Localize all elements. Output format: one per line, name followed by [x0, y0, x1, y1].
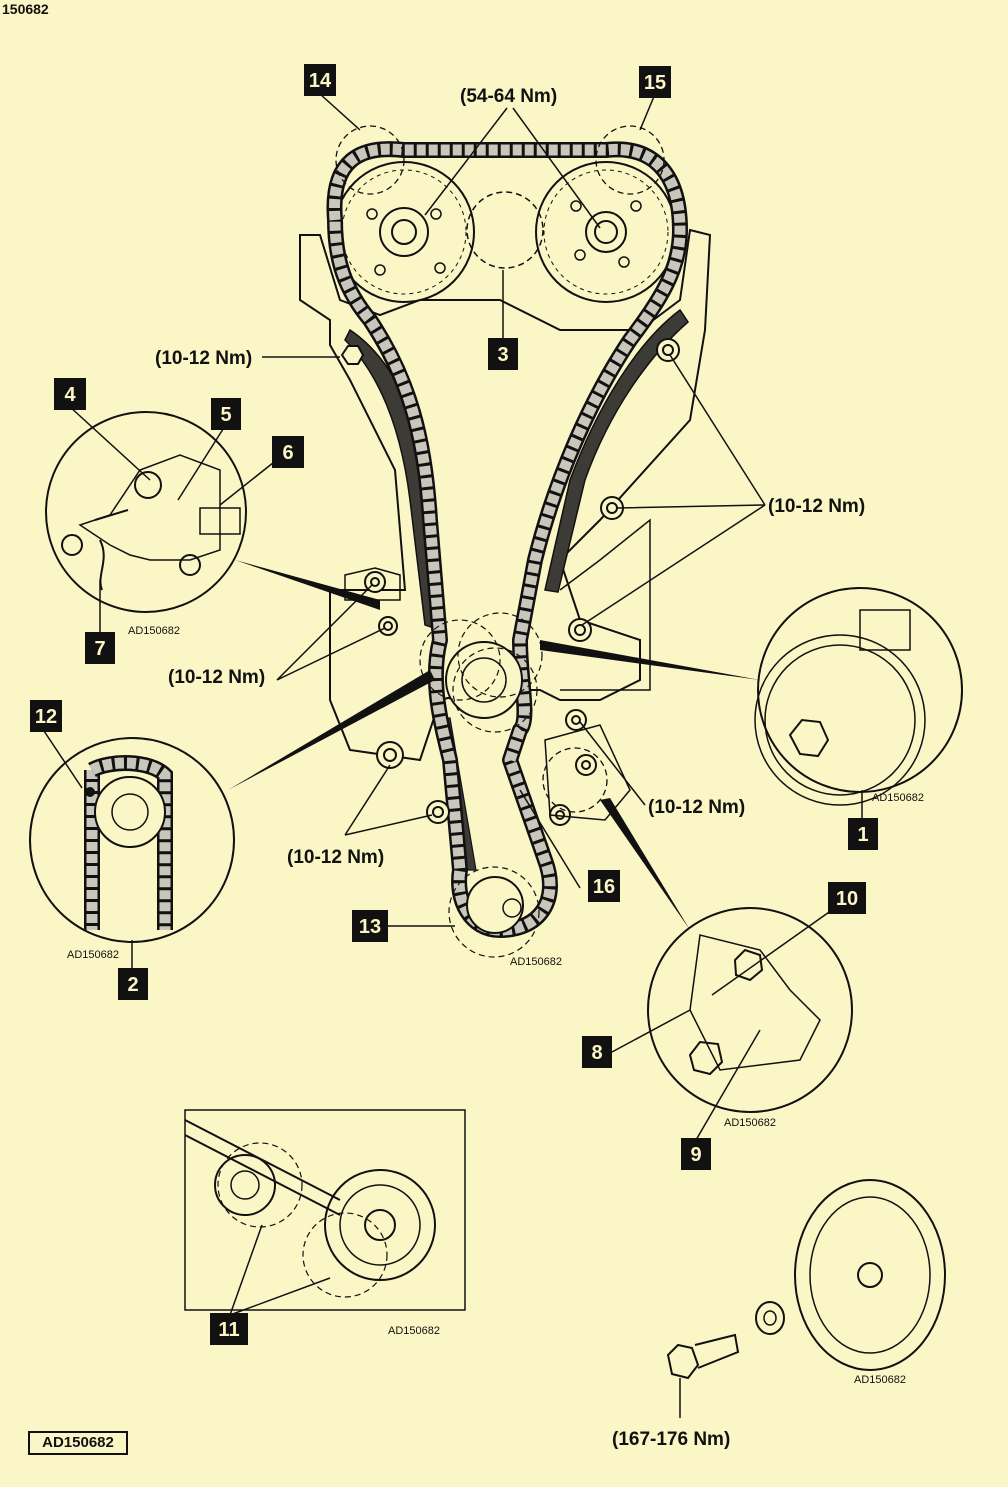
ref-detail-1: AD150682 [872, 792, 924, 804]
figure-ref-box: AD150682 [28, 1431, 128, 1455]
detail-tensioner [45, 411, 380, 613]
detail-crank-sprocket [29, 670, 435, 943]
engine-cover-inner [559, 518, 651, 691]
callout-box-12 [30, 700, 62, 732]
torque-crank-bolt: (167-176 Nm) [612, 1429, 730, 1450]
detail-oil-pump-drive [184, 1109, 466, 1311]
callout-16: 16 [593, 876, 615, 898]
tensioner-housing [344, 567, 401, 601]
callout-box-9 [681, 1138, 711, 1170]
callout-box-5 [211, 398, 241, 430]
callout-11: 11 [218, 1319, 239, 1341]
callout-box-3 [488, 338, 518, 370]
timing-chain-links [328, 143, 686, 936]
callout-box-7 [85, 632, 115, 664]
callout-box-10 [828, 882, 866, 914]
callout-7: 7 [94, 638, 105, 660]
crankshaft-pulley-assembly [666, 1179, 946, 1380]
ref-detail-2: AD150682 [67, 949, 119, 961]
callout-box-2 [118, 968, 148, 1000]
ref-detail-11: AD150682 [388, 1325, 440, 1337]
torque-lower-right: (10-12 Nm) [648, 797, 745, 818]
torque-camshaft: (54-64 Nm) [460, 86, 557, 107]
callout-15: 15 [644, 72, 666, 94]
ref-pulley: AD150682 [854, 1374, 906, 1386]
torque-upper-left: (10-12 Nm) [155, 348, 252, 369]
callout-3: 3 [497, 344, 508, 366]
leader-lines [41, 93, 863, 1418]
callout-box-6 [272, 436, 304, 468]
callout-box-16 [588, 870, 620, 902]
callout-2: 2 [127, 974, 138, 996]
callout-box-15 [639, 66, 671, 98]
ref-detail-9: AD150682 [724, 1117, 776, 1129]
callout-4: 4 [64, 384, 76, 406]
callout-10: 10 [836, 888, 858, 910]
callout-5: 5 [220, 404, 231, 426]
detail-circle-14 [335, 125, 405, 195]
torque-lower-left: (10-12 Nm) [287, 847, 384, 868]
chain-guide-right [544, 308, 689, 593]
callout-box-8 [582, 1036, 612, 1068]
callout-box-13 [352, 910, 388, 942]
oil-pump-sprocket [448, 866, 540, 958]
torque-labels: (54-64 Nm) (10-12 Nm) (10-12 Nm) (10-12 … [155, 86, 865, 1450]
detail-circle-9 [542, 747, 608, 813]
callout-box-4 [54, 378, 86, 410]
crankshaft-sprocket [419, 612, 543, 733]
detail-oil-pump-tensioner [600, 798, 853, 1113]
detail-ref-labels: AD150682 AD150682 AD150682 AD150682 AD15… [67, 625, 924, 1386]
callout-1: 1 [857, 824, 868, 846]
oil-pump-chain-tensioner [544, 724, 631, 821]
callout-13: 13 [359, 916, 381, 938]
callout-numbers: 14 15 3 4 5 6 7 12 1 2 16 13 10 8 9 11 [35, 70, 869, 1341]
torque-tensioner: (10-12 Nm) [168, 667, 265, 688]
camshaft-sprocket-intake [333, 161, 475, 303]
callout-box-1 [848, 818, 878, 850]
callout-8: 8 [591, 1042, 602, 1064]
ref-main-13: AD150682 [510, 956, 562, 968]
callout-boxes [30, 64, 878, 1345]
callout-12: 12 [35, 706, 57, 728]
sprocket-mesh-detail-circle [466, 191, 544, 269]
torque-right-guide: (10-12 Nm) [768, 496, 865, 517]
figure-id: 150682 [2, 1, 49, 17]
callout-box-14 [304, 64, 336, 96]
ref-detail-4: AD150682 [128, 625, 180, 637]
detail-crank-pulley [540, 587, 963, 806]
callout-9: 9 [690, 1144, 701, 1166]
detail-circle-15 [595, 125, 665, 195]
callout-14: 14 [309, 70, 332, 92]
callout-box-11 [210, 1313, 248, 1345]
callout-6: 6 [282, 442, 293, 464]
